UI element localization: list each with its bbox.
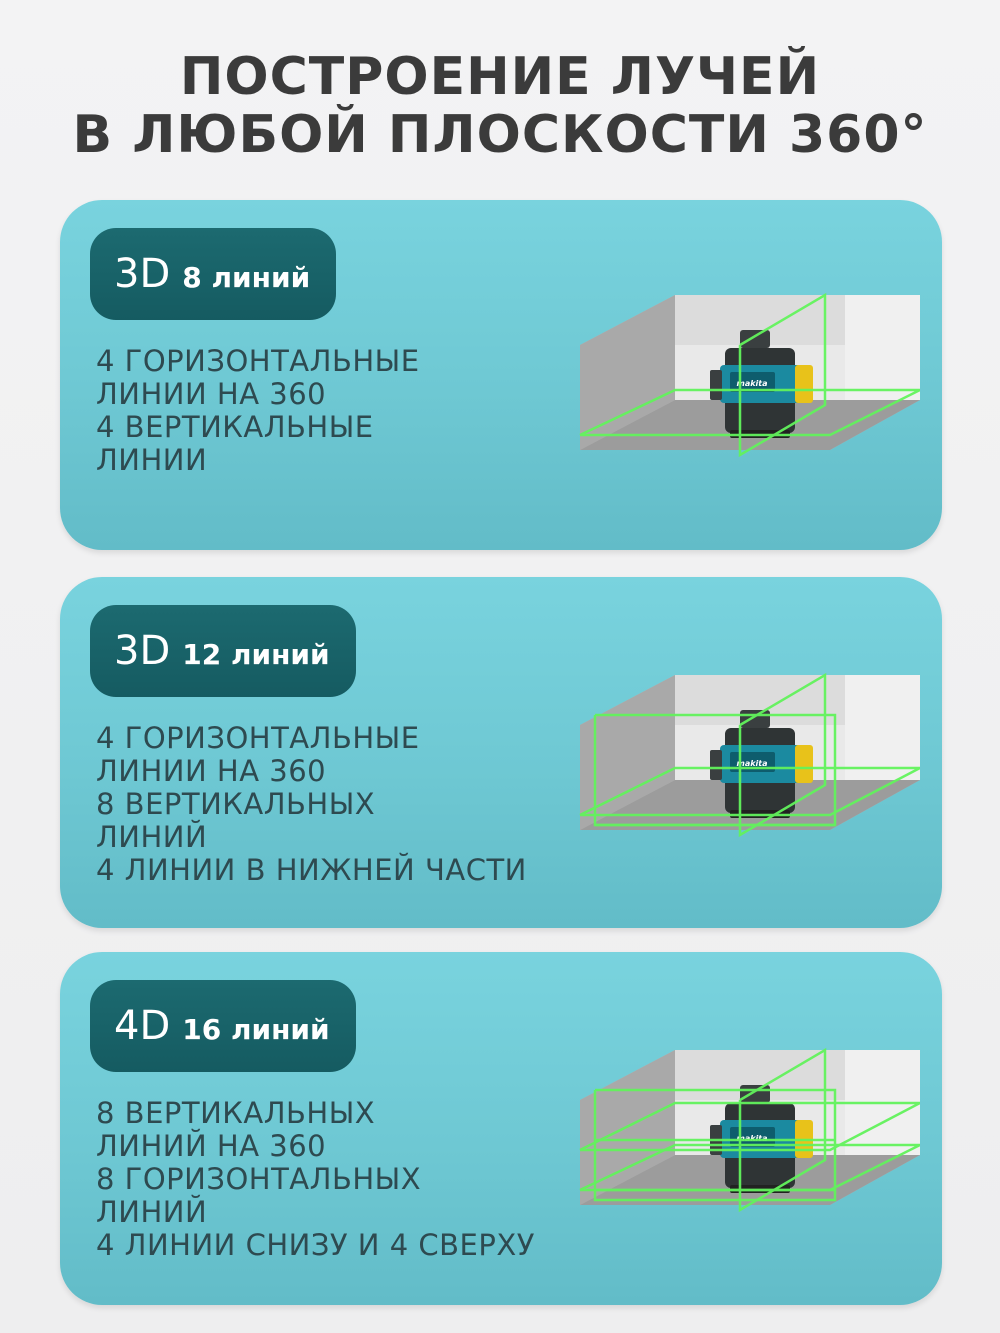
- mode-badge: 3D 8 линий: [90, 228, 337, 320]
- laser-level-room-icon: makita: [570, 1035, 920, 1235]
- spec-line: ЛИНИИ НА 360: [96, 754, 327, 788]
- spec-line: 4 ЛИНИИ В НИЖНЕЙ ЧАСТИ: [96, 853, 527, 887]
- svg-text:makita: makita: [736, 1134, 767, 1143]
- spec-line: 4 ГОРИЗОНТАЛЬНЫЕ: [96, 721, 420, 755]
- spec-line: 4 ЛИНИИ СНИЗУ И 4 СВЕРХУ: [96, 1228, 535, 1262]
- title-line-2: В ЛЮБОЙ ПЛОСКОСТИ 360°: [72, 105, 928, 165]
- spec-list: 4 ГОРИЗОНТАЛЬНЫЕ ЛИНИИ НА 360 8 ВЕРТИКАЛ…: [96, 722, 527, 887]
- spec-line: ЛИНИИ НА 360: [96, 377, 327, 411]
- mode-card-4d-16-lines: 4D 16 линий 8 ВЕРТИКАЛЬНЫХ ЛИНИЙ НА 360 …: [60, 952, 942, 1305]
- svg-text:makita: makita: [736, 379, 767, 388]
- page-title: ПОСТРОЕНИЕ ЛУЧЕЙ В ЛЮБОЙ ПЛОСКОСТИ 360°: [0, 48, 1000, 164]
- badge-line-count: 12 линий: [182, 637, 330, 671]
- room-illustration-svg: makita: [579, 1047, 920, 1213]
- spec-list: 8 ВЕРТИКАЛЬНЫХ ЛИНИЙ НА 360 8 ГОРИЗОНТАЛ…: [96, 1097, 535, 1262]
- mode-badge: 3D 12 линий: [90, 605, 356, 697]
- svg-text:makita: makita: [736, 759, 767, 768]
- spec-line: ЛИНИИ: [96, 443, 208, 477]
- mode-badge: 4D 16 линий: [90, 980, 356, 1072]
- room-illustration-svg: makita: [579, 672, 920, 838]
- mode-card-3d-12-lines: 3D 12 линий 4 ГОРИЗОНТАЛЬНЫЕ ЛИНИИ НА 36…: [60, 577, 942, 928]
- spec-line: 4 ВЕРТИКАЛЬНЫЕ: [96, 410, 374, 444]
- room-illustration-svg: makita: [579, 292, 920, 458]
- laser-level-room-icon: makita: [570, 280, 920, 480]
- mode-card-3d-8-lines: 3D 8 линий 4 ГОРИЗОНТАЛЬНЫЕ ЛИНИИ НА 360…: [60, 200, 942, 550]
- spec-line: 4 ГОРИЗОНТАЛЬНЫЕ: [96, 344, 420, 378]
- spec-line: ЛИНИЙ НА 360: [96, 1129, 327, 1163]
- title-line-1: ПОСТРОЕНИЕ ЛУЧЕЙ: [179, 47, 821, 107]
- spec-line: 8 ВЕРТИКАЛЬНЫХ: [96, 787, 376, 821]
- spec-line: ЛИНИЙ: [96, 820, 208, 854]
- badge-line-count: 16 линий: [182, 1012, 330, 1046]
- badge-line-count: 8 линий: [182, 260, 311, 294]
- laser-level-room-icon: makita: [570, 660, 920, 860]
- spec-line: ЛИНИЙ: [96, 1195, 208, 1229]
- badge-dimension: 4D: [114, 1003, 171, 1049]
- spec-list: 4 ГОРИЗОНТАЛЬНЫЕ ЛИНИИ НА 360 4 ВЕРТИКАЛ…: [96, 345, 420, 477]
- badge-dimension: 3D: [114, 628, 171, 674]
- spec-line: 8 ВЕРТИКАЛЬНЫХ: [96, 1096, 376, 1130]
- badge-dimension: 3D: [114, 251, 171, 297]
- spec-line: 8 ГОРИЗОНТАЛЬНЫХ: [96, 1162, 422, 1196]
